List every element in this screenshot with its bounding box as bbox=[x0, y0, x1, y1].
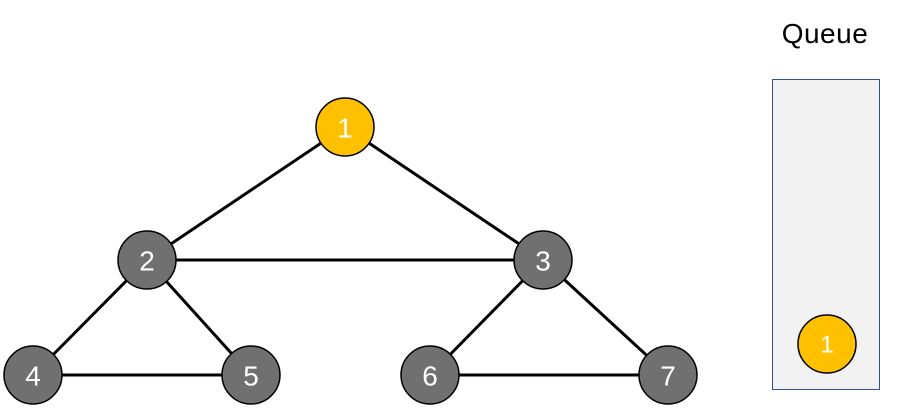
queue-title: Queue bbox=[781, 18, 869, 49]
node-circle-5 bbox=[221, 345, 281, 405]
node-circle-2 bbox=[117, 230, 177, 290]
node-4: 4 bbox=[3, 345, 63, 405]
edge-1-3 bbox=[344, 125, 544, 262]
node-label-7: 7 bbox=[660, 361, 676, 392]
queue-container bbox=[772, 79, 880, 390]
node-circle-3 bbox=[513, 230, 573, 290]
node-label-2: 2 bbox=[139, 246, 155, 277]
node-circle-6 bbox=[400, 345, 460, 405]
node-circle-1 bbox=[315, 97, 375, 157]
node-label-6: 6 bbox=[422, 361, 438, 392]
edge-1-2 bbox=[146, 125, 346, 262]
node-label-4: 4 bbox=[25, 361, 41, 392]
node-label-3: 3 bbox=[535, 246, 551, 277]
node-7: 7 bbox=[638, 345, 698, 405]
nodes-layer: 1 2 3 4 5 6 7 bbox=[3, 97, 698, 405]
node-label-1: 1 bbox=[337, 113, 353, 144]
node-circle-4 bbox=[3, 345, 63, 405]
node-circle-7 bbox=[638, 345, 698, 405]
node-6: 6 bbox=[400, 345, 460, 405]
node-1: 1 bbox=[315, 97, 375, 157]
node-3: 3 bbox=[513, 230, 573, 290]
node-label-5: 5 bbox=[243, 361, 259, 392]
node-5: 5 bbox=[221, 345, 281, 405]
node-2: 2 bbox=[117, 230, 177, 290]
